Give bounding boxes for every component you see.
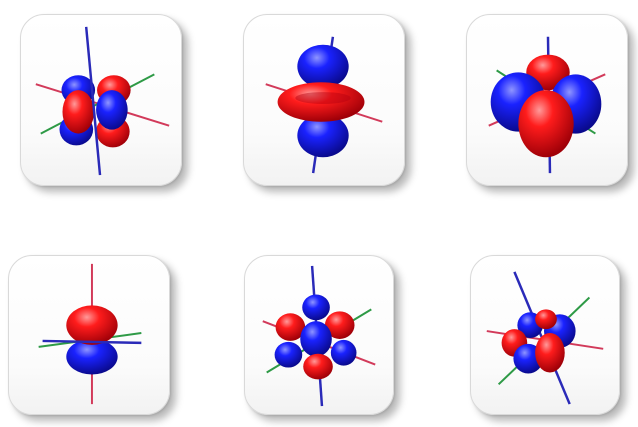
orbital-3-image bbox=[467, 15, 627, 185]
orbital-tile-3 bbox=[466, 14, 628, 186]
lobe-negative bbox=[300, 321, 332, 357]
lobe-negative bbox=[302, 295, 330, 321]
lobe-positive bbox=[303, 354, 333, 380]
orbital-6-image bbox=[471, 256, 619, 414]
axis-blue bbox=[43, 341, 142, 343]
orbital-tile-6 bbox=[470, 255, 620, 415]
orbital-tile-5 bbox=[244, 255, 394, 415]
lobe-negative bbox=[297, 45, 348, 88]
orbital-4-image bbox=[9, 256, 169, 414]
orbital-tile-4 bbox=[8, 255, 170, 415]
lobe-negative bbox=[331, 340, 357, 366]
orbital-5-image bbox=[245, 256, 393, 414]
lobe-positive bbox=[518, 90, 573, 157]
lobe-negative bbox=[275, 342, 303, 368]
orbital-tile-1 bbox=[20, 14, 182, 186]
lobe-negative bbox=[96, 90, 128, 130]
lobe-positive bbox=[535, 333, 565, 372]
lobe-positive bbox=[66, 305, 117, 345]
torus-inner-shade bbox=[295, 92, 350, 104]
lobe-positive bbox=[535, 309, 557, 329]
lobe-positive bbox=[62, 90, 94, 133]
orbital-tile-2 bbox=[243, 14, 405, 186]
orbital-2-image bbox=[244, 15, 404, 185]
orbital-1-image bbox=[21, 15, 181, 185]
